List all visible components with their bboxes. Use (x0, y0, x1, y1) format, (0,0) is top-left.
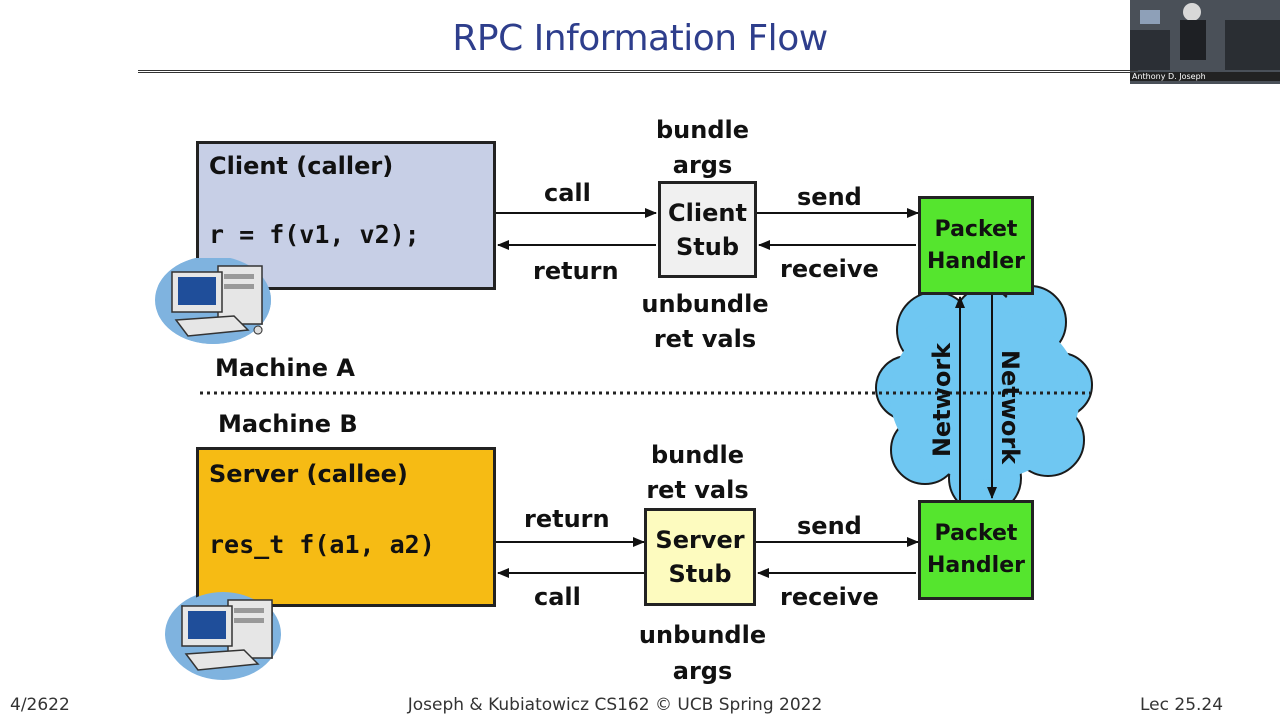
unbundle-ret-vals-line1: unbundle (641, 290, 769, 318)
client-stub-line2: Stub (675, 232, 740, 261)
server-box: Server (callee) res_t f(a1, a2) (196, 447, 496, 607)
call-label-a: call (544, 179, 591, 207)
unbundle-args-label: unbundle args (620, 617, 785, 689)
machine-b-label: Machine B (218, 410, 358, 438)
slide-title: RPC Information Flow (452, 18, 828, 59)
packet-handler-b: Packet Handler (918, 500, 1034, 600)
return-label-b: return (524, 505, 610, 533)
unbundle-ret-vals-label: unbundle ret vals (620, 287, 790, 357)
network-label-right: Network (996, 349, 1024, 465)
unbundle-ret-vals-line2: ret vals (653, 325, 757, 353)
server-stub-line2: Stub (668, 560, 732, 588)
client-stub: Client Stub (658, 181, 757, 278)
send-label-b: send (797, 512, 862, 540)
bundle-ret-vals-line1: bundle (650, 441, 745, 469)
presenter-caption: Anthony D. Joseph (1130, 72, 1280, 81)
network-cloud (875, 285, 1093, 515)
bundle-ret-vals-line2: ret vals (646, 476, 749, 504)
client-code: r = f(v1, v2); (209, 220, 420, 249)
title-rule (138, 70, 1138, 73)
client-title: Client (caller) (209, 152, 394, 180)
footer-lecture: Lec 25.24 (1140, 695, 1224, 715)
bundle-ret-vals-label: bundle ret vals (620, 438, 775, 508)
packet-handler-a-line2: Handler (927, 248, 1025, 274)
return-label-a: return (533, 257, 619, 285)
server-title: Server (callee) (209, 460, 408, 488)
packet-handler-b-line1: Packet (934, 521, 1018, 546)
presenter-video-thumbnail (1130, 0, 1280, 84)
bundle-args-label: bundle args (630, 113, 775, 183)
send-label-a: send (797, 183, 862, 211)
computer-overlay-b (168, 592, 279, 680)
bundle-args-line2: args (672, 151, 733, 179)
receive-label-b: receive (780, 583, 879, 611)
footer-date: 4/2622 (10, 695, 70, 715)
unbundle-args-line1: unbundle (638, 621, 767, 649)
packet-handler-a-line1: Packet (934, 216, 1018, 242)
receive-label-a: receive (780, 255, 879, 283)
unbundle-args-line2: args (672, 657, 733, 685)
machine-a-label: Machine A (215, 354, 355, 382)
presenter-video-image (1130, 0, 1280, 84)
call-label-b: call (534, 583, 581, 611)
footer-course: Joseph & Kubiatowicz CS162 © UCB Spring … (407, 695, 823, 715)
network-label-left: Network (928, 342, 956, 458)
server-stub: Server Stub (644, 508, 756, 606)
computer-overlay-a (158, 258, 271, 344)
packet-handler-a: Packet Handler (918, 196, 1034, 295)
client-stub-line1: Client (668, 198, 747, 227)
server-stub-line1: Server (655, 526, 745, 554)
bundle-args-line1: bundle (655, 116, 750, 144)
packet-handler-b-line2: Handler (927, 553, 1025, 578)
server-code: res_t f(a1, a2) (209, 530, 435, 559)
